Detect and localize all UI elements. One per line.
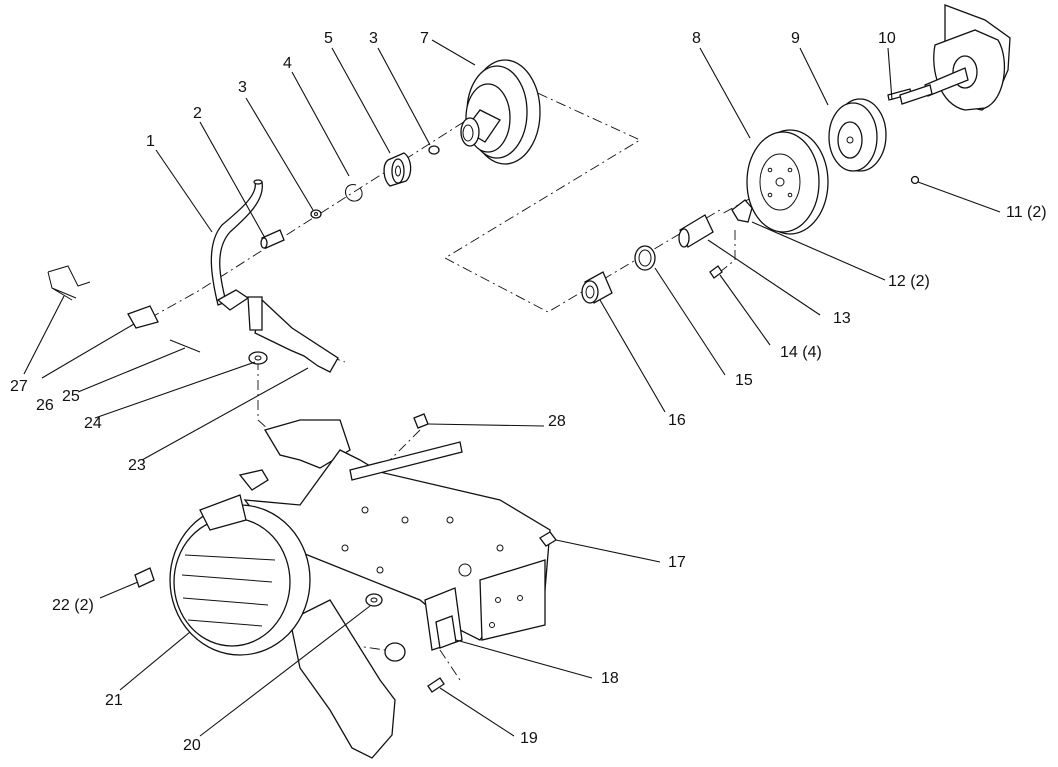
callout-20: 20 — [183, 737, 201, 754]
callout-23: 23 — [128, 457, 146, 474]
callout-28: 28 — [548, 413, 566, 430]
callout-4: 4 — [283, 55, 292, 72]
callout-18: 18 — [601, 670, 619, 687]
callout-15: 15 — [735, 372, 753, 389]
callout-5: 5 — [324, 30, 333, 47]
callout-8: 8 — [692, 30, 701, 47]
part-27-spring — [47, 265, 91, 301]
callout-25: 25 — [62, 388, 80, 405]
part-5-bearing — [383, 152, 412, 187]
part-9-hub-pulley — [828, 98, 887, 172]
callout-10: 10 — [878, 30, 896, 47]
callout-3b: 3 — [369, 30, 378, 47]
part-28-screw — [413, 413, 429, 429]
callout-7: 7 — [420, 30, 429, 47]
callout-3a: 3 — [238, 79, 247, 96]
chassis-frame — [238, 419, 551, 651]
callout-19: 19 — [520, 730, 538, 747]
callout-24: 24 — [84, 415, 102, 432]
callout-11: 11 (2) — [1006, 204, 1047, 221]
part-22-button — [134, 567, 155, 588]
part-2-bushing — [260, 229, 285, 249]
knob — [384, 642, 406, 662]
part-19-bolt — [427, 677, 445, 693]
part-25-pin — [169, 339, 201, 353]
part-21-chute-housing — [169, 494, 396, 759]
part-11-nut — [910, 175, 920, 185]
callout-21: 21 — [105, 692, 123, 709]
part-8-large-pulley — [746, 129, 829, 235]
part-7-stepped-pulley — [460, 59, 541, 165]
gearbox-housing — [899, 4, 1011, 111]
callout-17: 17 — [668, 554, 686, 571]
callout-13: 13 — [833, 310, 851, 327]
callout-27: 27 — [10, 378, 28, 395]
part-16-sleeve — [581, 271, 613, 304]
part-1-shift-rod — [210, 179, 263, 311]
part-24-washer — [248, 351, 268, 365]
part-12-bracket — [731, 199, 753, 223]
leader-lines — [23, 39, 1001, 737]
part-15-washer — [634, 245, 656, 271]
callout-22: 22 (2) — [52, 597, 94, 614]
part-3-clip-b — [428, 145, 440, 155]
callout-16: 16 — [668, 412, 686, 429]
part-23-plate — [247, 296, 339, 373]
part-20-grommet — [365, 593, 383, 607]
callout-12: 12 (2) — [888, 273, 930, 290]
callout-1: 1 — [146, 133, 155, 150]
part-26-clevis — [127, 305, 159, 329]
callout-26: 26 — [36, 397, 54, 414]
part-4-snap-ring — [344, 184, 363, 202]
part-3-clip-a — [310, 209, 322, 219]
part-14-screw — [709, 265, 723, 279]
callout-9: 9 — [791, 30, 800, 47]
callout-14: 14 (4) — [780, 344, 822, 361]
callout-2: 2 — [193, 105, 202, 122]
part-18-bracket — [435, 615, 457, 649]
part-13-spacer — [678, 214, 714, 248]
